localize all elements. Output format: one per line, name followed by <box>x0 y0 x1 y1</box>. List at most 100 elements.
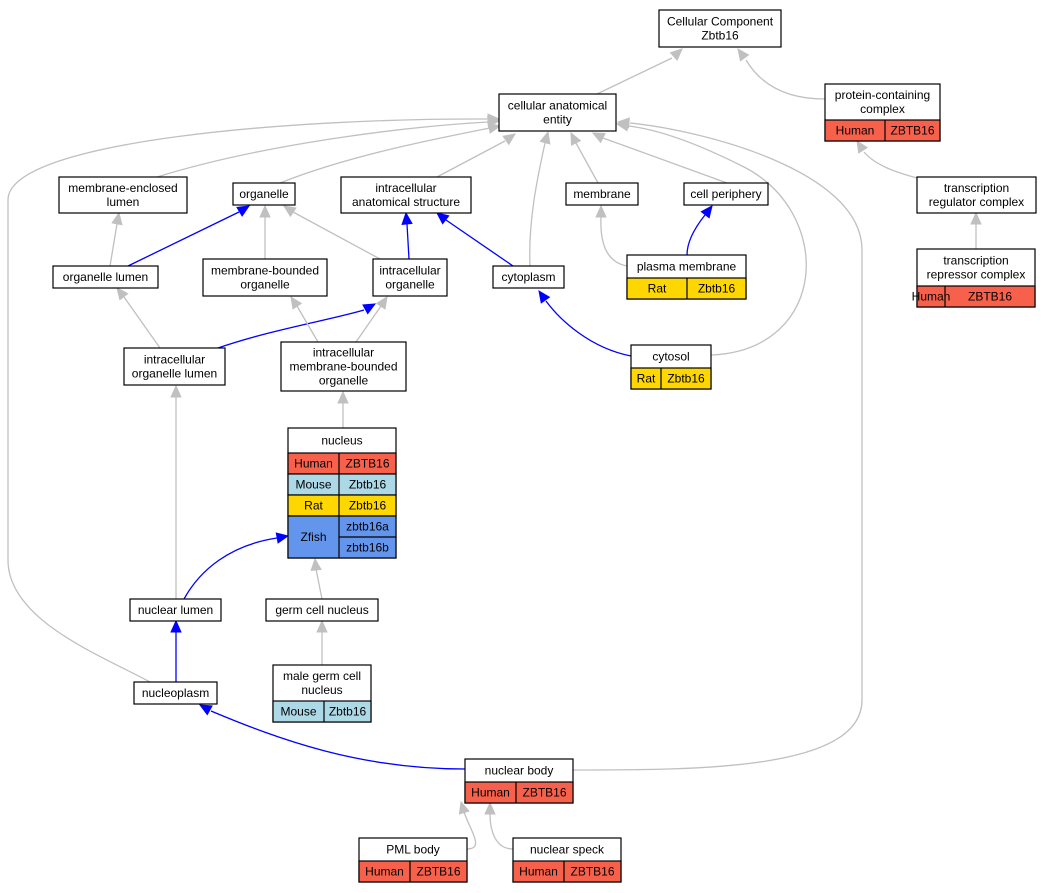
gene-label[interactable]: ZBTB16 <box>968 290 1012 304</box>
node-gcn[interactable]: germ cell nucleus <box>265 598 379 622</box>
node-mem[interactable]: membrane <box>565 182 639 206</box>
gene-label[interactable]: Zbtb16 <box>349 499 387 513</box>
edge-line <box>463 811 477 850</box>
node-label: intracellular <box>379 264 440 278</box>
species-label: Human <box>365 865 404 879</box>
node-label: membrane <box>573 187 631 201</box>
gene-label[interactable]: ZBTB16 <box>522 786 566 800</box>
node-box <box>129 598 222 622</box>
node-label: nuclear speck <box>530 843 605 857</box>
edge-line <box>127 211 240 267</box>
node-label: intracellular <box>313 346 374 360</box>
edge-nlum-to-iol <box>170 384 182 599</box>
node-box <box>133 681 218 705</box>
edges-layer <box>7 48 982 850</box>
edge-line <box>210 710 466 770</box>
species-row-mouse <box>272 700 372 723</box>
edge-arrowhead <box>487 122 502 134</box>
gene-label[interactable]: zbtb16b <box>346 541 389 555</box>
node-box <box>565 182 639 206</box>
edge-arrowhead <box>591 132 606 144</box>
edge-pml-to-nbody <box>458 800 477 850</box>
edge-arrowhead <box>275 532 290 544</box>
edge-iol-to-orglum <box>116 287 161 349</box>
node-label: intracellular <box>375 181 436 195</box>
edge-orglum-to-org <box>127 205 251 267</box>
node-orglum[interactable]: organelle lumen <box>52 265 159 289</box>
node-org[interactable]: organelle <box>232 182 296 206</box>
edge-imbo-to-mbo <box>290 295 319 343</box>
node-label: plasma membrane <box>637 260 737 274</box>
edge-line <box>406 223 410 260</box>
gene-label[interactable]: zbtb16a <box>346 520 389 534</box>
gene-label[interactable]: Zbtb16 <box>349 478 387 492</box>
node-label: protein-containing <box>835 88 930 102</box>
node-cper[interactable]: cell periphery <box>683 182 769 206</box>
species-label: Mouse <box>295 478 331 492</box>
species-label: Human <box>294 457 333 471</box>
node-box <box>658 9 782 48</box>
edge-cae-to-root <box>596 48 683 95</box>
node-box <box>498 93 617 132</box>
edge-arrowhead <box>458 800 470 815</box>
gene-label[interactable]: Zbtb16 <box>667 372 705 386</box>
node-label: nucleus <box>301 683 342 697</box>
edge-line <box>279 127 491 184</box>
edge-ias-to-cae <box>436 133 516 178</box>
edge-line <box>109 223 118 267</box>
species-label: Human <box>912 290 951 304</box>
edge-line <box>7 118 488 683</box>
edge-line <box>575 142 599 184</box>
gene-label[interactable]: Zbtb16 <box>329 705 367 719</box>
node-label: organelle lumen <box>63 270 148 284</box>
node-label: anatomical structure <box>352 195 460 209</box>
edge-nplasm-to-nlum <box>170 619 182 682</box>
edge-nspeck-to-nbody <box>484 801 514 850</box>
gene-label[interactable]: ZBTB16 <box>570 865 614 879</box>
edge-mbo-to-org <box>259 204 271 259</box>
node-nlum[interactable]: nuclear lumen <box>129 598 222 622</box>
edge-cyto-to-ias <box>436 212 514 267</box>
species-label: Rat <box>648 282 667 296</box>
node-label: transcription <box>944 181 1009 195</box>
edge-line <box>315 568 323 600</box>
gene-label[interactable]: ZBTB16 <box>890 124 934 138</box>
node-label: cytoplasm <box>501 270 555 284</box>
edge-arrowhead <box>375 295 388 310</box>
node-label: regulator complex <box>929 195 1024 209</box>
node-label: nuclear lumen <box>138 603 213 617</box>
edge-line <box>863 151 918 179</box>
edge-arrowhead <box>198 704 213 716</box>
node-label: Cellular Component <box>667 15 774 29</box>
gene-label[interactable]: ZBTB16 <box>416 865 460 879</box>
node-label: PML body <box>386 843 440 857</box>
node-label: repressor complex <box>927 268 1026 282</box>
edge-line <box>123 296 161 349</box>
node-cyto[interactable]: cytoplasm <box>492 265 565 289</box>
gene-label[interactable]: ZBTB16 <box>345 457 389 471</box>
node-box <box>232 182 296 206</box>
node-box <box>52 265 159 289</box>
node-label: membrane-bounded <box>211 264 319 278</box>
edge-nlum-to-nucleus <box>183 532 290 600</box>
node-nplasm[interactable]: nucleoplasm <box>133 681 218 705</box>
gene-label[interactable]: Zbtb16 <box>698 282 736 296</box>
